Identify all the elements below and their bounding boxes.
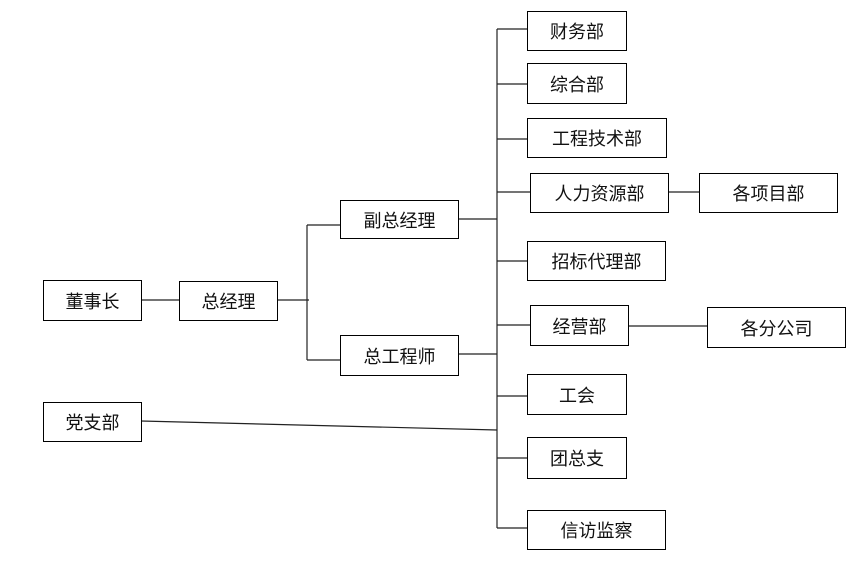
line-party-trunk [140, 420, 498, 431]
node-general-manager: 总经理 [179, 281, 278, 321]
node-projects: 各项目部 [699, 173, 838, 213]
node-petition-supervision: 信访监察 [527, 510, 666, 550]
node-chairman: 董事长 [43, 280, 142, 321]
node-party-branch: 党支部 [43, 402, 142, 442]
node-human-resources: 人力资源部 [530, 173, 669, 213]
node-chief-engineer: 总工程师 [340, 335, 459, 376]
node-operations: 经营部 [530, 305, 629, 346]
node-bidding-agency: 招标代理部 [527, 241, 666, 281]
node-branch-companies: 各分公司 [707, 307, 846, 348]
node-engineering-tech: 工程技术部 [527, 118, 667, 158]
node-deputy-gm: 副总经理 [340, 200, 459, 239]
node-finance: 财务部 [527, 11, 627, 51]
node-general-affairs: 综合部 [527, 63, 627, 104]
node-labor-union: 工会 [527, 374, 627, 415]
node-youth-league: 团总支 [527, 437, 627, 479]
